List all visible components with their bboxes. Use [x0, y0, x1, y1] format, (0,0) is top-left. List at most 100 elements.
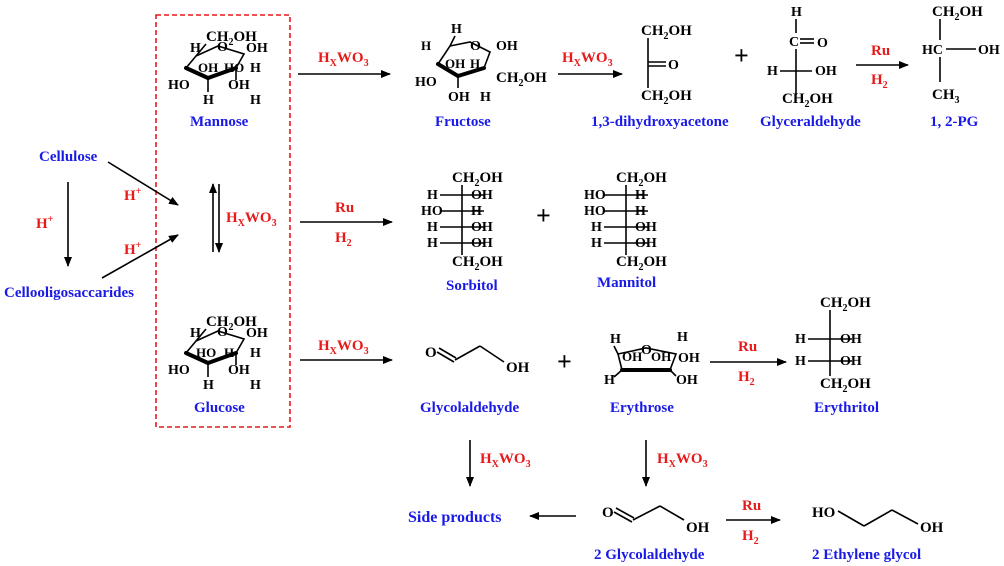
plus-row1: + [734, 41, 749, 70]
svg-text:OH: OH [815, 64, 837, 79]
svg-text:H: H [470, 56, 480, 71]
plus-row2: + [536, 201, 551, 230]
svg-text:H: H [480, 90, 491, 105]
mannitol-label: Mannitol [597, 275, 656, 291]
hxwo3-row3 [318, 338, 369, 357]
h2-row3 [738, 369, 755, 388]
svg-text:OH: OH [635, 236, 657, 251]
svg-text:O: O [668, 58, 679, 73]
svg-text:OH: OH [506, 360, 530, 376]
svg-text:H: H [677, 330, 688, 345]
svg-text:OH: OH [676, 373, 698, 388]
svg-text:OH: OH [246, 41, 268, 56]
svg-text:OH: OH [840, 354, 862, 369]
svg-text:H: H [250, 346, 261, 361]
svg-text:H: H [635, 188, 646, 203]
mannose-label: Mannose [190, 114, 249, 130]
svg-text:OH: OH [978, 43, 1000, 58]
svg-text:OH: OH [496, 39, 518, 54]
svg-text:HO: HO [812, 505, 835, 521]
hxwo3-row1-a [318, 50, 369, 69]
svg-text:HO: HO [196, 345, 216, 360]
svg-text:H: H [471, 204, 482, 219]
mannitol-structure: HO H HO H H OH H OH [584, 170, 668, 273]
glycolaldehyde-label: Glycolaldehyde [420, 400, 520, 416]
svg-text:H: H [604, 373, 615, 388]
svg-text:H: H [591, 236, 602, 251]
hxwo3-row1-b [562, 50, 613, 69]
svg-text:O: O [470, 39, 481, 54]
svg-text:H: H [610, 332, 621, 347]
h-plus-label-3: H+ [124, 240, 142, 258]
svg-text:O: O [602, 505, 614, 521]
cellulose-label: Cellulose [39, 149, 98, 165]
monosaccharide-box [155, 14, 291, 428]
glucose-label: Glucose [194, 400, 245, 416]
sorbitol-structure: H OH HO H H OH H OH [421, 170, 504, 273]
svg-text:H: H [250, 93, 261, 108]
ru-row4: Ru [742, 498, 761, 514]
svg-text:OH: OH [471, 220, 493, 235]
glycolaldehyde-structure: O OH [425, 345, 530, 376]
svg-text:H: H [451, 22, 462, 37]
svg-text:O: O [425, 345, 437, 361]
svg-text:OH: OH [651, 349, 671, 364]
svg-text:H: H [795, 332, 806, 347]
svg-text:H: H [203, 378, 214, 393]
erythritol-label: Erythritol [814, 400, 879, 416]
hxwo3-row4-b [657, 451, 708, 470]
ru-row3: Ru [738, 339, 757, 355]
svg-text:H: H [250, 61, 261, 76]
svg-text:OH: OH [246, 326, 268, 341]
svg-text:OH: OH [471, 236, 493, 251]
svg-text:H: H [190, 326, 201, 341]
svg-text:HO: HO [415, 75, 437, 90]
svg-text:H: H [427, 188, 438, 203]
dha-structure: O [641, 23, 693, 107]
glucose-structure: O OH H HO H H HO OH H H [168, 314, 268, 393]
svg-text:H: H [250, 378, 261, 393]
svg-text:H: H [427, 236, 438, 251]
pg-structure: HC OH CH3 [922, 4, 1000, 106]
svg-text:OH: OH [920, 520, 944, 536]
svg-text:O: O [641, 343, 652, 358]
svg-text:O: O [817, 36, 828, 51]
svg-text:OH: OH [635, 220, 657, 235]
svg-text:HO: HO [168, 363, 190, 378]
side-products-label: Side products [408, 509, 502, 526]
svg-text:OH: OH [686, 520, 710, 536]
svg-text:H: H [203, 93, 214, 108]
h-plus-label-2: H+ [124, 186, 142, 204]
erythritol-structure: H OH H OH [795, 295, 872, 395]
ethylene-glycol-structure: HO OH [812, 505, 944, 536]
svg-text:OH: OH [445, 56, 465, 71]
cellooligosaccarides-label: Cellooligosaccarides [4, 285, 134, 301]
svg-text:OH: OH [622, 349, 642, 364]
svg-text:HO: HO [421, 204, 443, 219]
h2-row1 [871, 72, 888, 91]
h2-row4 [742, 528, 759, 547]
ru-row1: Ru [871, 43, 890, 59]
svg-text:OH: OH [678, 351, 700, 366]
svg-text:H: H [591, 220, 602, 235]
dha-label: 1,3-dihydroxyacetone [591, 114, 729, 130]
svg-text:OH: OH [198, 60, 218, 75]
mannose-structure: O OH H OH HO H HO OH H H [168, 29, 268, 108]
fructose-structure: H H O OH OH H HO OH H [415, 22, 548, 105]
glycolaldehyde2-structure: O OH [602, 505, 710, 536]
glyceraldehyde-structure: H C O H OH [767, 5, 837, 110]
arrow-cellulose-to-box [107, 161, 179, 206]
plus-row3: + [557, 347, 572, 376]
ethylene-glycol-label: 2 Ethylene glycol [812, 547, 921, 563]
svg-text:HO: HO [584, 188, 606, 203]
hxwo3-row4-a [480, 451, 531, 470]
svg-text:HO: HO [168, 78, 190, 93]
svg-text:OH: OH [840, 332, 862, 347]
h-plus-label-1: H+ [36, 214, 54, 232]
svg-text:H: H [795, 354, 806, 369]
svg-text:OH: OH [448, 90, 470, 105]
svg-text:H: H [635, 204, 646, 219]
svg-text:H: H [791, 5, 802, 20]
svg-text:HC: HC [922, 43, 943, 58]
